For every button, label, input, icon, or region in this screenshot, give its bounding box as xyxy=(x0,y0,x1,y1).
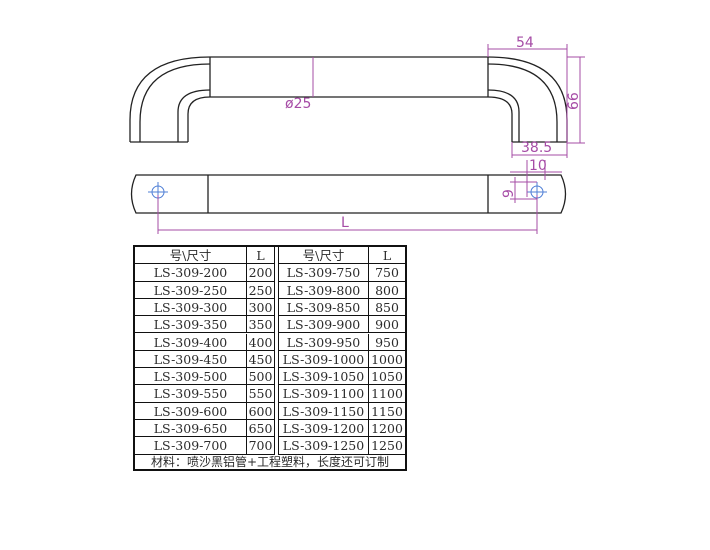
table-cell-l: 900 xyxy=(369,316,405,334)
table-cell-model: LS-309-800 xyxy=(279,281,369,299)
table-cell-model: LS-309-450 xyxy=(135,350,247,369)
table-cell-model: LS-309-1150 xyxy=(279,402,369,420)
table-cell-l: 650 xyxy=(247,421,274,438)
table-cell-l: 400 xyxy=(247,334,274,351)
header-model: 号\尺寸 xyxy=(135,247,247,265)
left-mid-arc xyxy=(139,63,211,142)
table-cell-model: LS-309-250 xyxy=(135,281,247,299)
length-label: L xyxy=(341,215,349,231)
table-cell-l: 700 xyxy=(247,438,274,455)
table-gap xyxy=(274,247,279,455)
table-cell-l: 500 xyxy=(247,369,274,386)
diameter-label: ø25 xyxy=(285,96,311,112)
table-cell-l: 1250 xyxy=(369,437,405,455)
table-cell-model: LS-309-700 xyxy=(135,437,247,455)
table-cell-model: LS-309-550 xyxy=(135,385,247,403)
table-cell-model: LS-309-1100 xyxy=(279,385,369,403)
table-cell-l: 1100 xyxy=(369,385,405,403)
table-cell-l: 300 xyxy=(247,299,274,317)
top-view xyxy=(129,56,568,143)
table-cell-l: 250 xyxy=(247,282,274,299)
depth-label: 38.5 xyxy=(521,140,552,156)
table-cell-l: 350 xyxy=(247,317,274,334)
left-outer-arc xyxy=(129,56,211,142)
table-cell-l: 1050 xyxy=(369,368,405,386)
table-cell-model: LS-309-600 xyxy=(135,402,247,420)
width-label: 54 xyxy=(516,35,534,51)
table-cell-l: 550 xyxy=(247,386,274,403)
bottom-view xyxy=(130,174,567,214)
table-cell-model: LS-309-1050 xyxy=(279,368,369,386)
table-cell-model: LS-309-1250 xyxy=(279,437,369,455)
header-length: L xyxy=(369,247,405,265)
table-cell-l: 950 xyxy=(369,334,405,351)
table-cell-l: 800 xyxy=(369,282,405,299)
header-length: L xyxy=(247,247,274,265)
hole-spacing-label: 10 xyxy=(529,158,547,174)
table-cell-l: 1150 xyxy=(369,403,405,420)
table-cell-model: LS-309-500 xyxy=(135,368,247,386)
table-cell-model: LS-309-1000 xyxy=(279,350,369,369)
table-cell-model: LS-309-750 xyxy=(279,264,369,282)
table-cell-l: 600 xyxy=(247,403,274,420)
table-cell-model: LS-309-850 xyxy=(279,298,369,317)
table-cell-l: 850 xyxy=(369,299,405,317)
hole-offset-label: 9 xyxy=(501,189,517,198)
table-cell-model: LS-309-900 xyxy=(279,316,369,334)
table-cell-l: 450 xyxy=(247,351,274,369)
header-model: 号\尺寸 xyxy=(279,247,369,265)
table-cell-l: 750 xyxy=(369,264,405,282)
table-cell-model: LS-309-650 xyxy=(135,420,247,438)
table-cell-l: 200 xyxy=(247,265,274,282)
table-cell-l: 1200 xyxy=(369,420,405,438)
table-cell-l: 1000 xyxy=(369,351,405,369)
material-note: 材料：喷沙黑铝管+工程塑料，长度还可订制 xyxy=(150,454,390,469)
table-cell-model: LS-309-300 xyxy=(135,298,247,317)
table-cell-model: LS-309-1200 xyxy=(279,420,369,438)
table-cell-model: LS-309-950 xyxy=(279,333,369,351)
table-cell-model: LS-309-200 xyxy=(135,264,247,282)
height-label: 66 xyxy=(566,92,582,110)
left-inner-arc xyxy=(187,96,211,142)
dimension-lines xyxy=(157,44,585,234)
table-cell-model: LS-309-350 xyxy=(135,316,247,334)
table-cell-model: LS-309-400 xyxy=(135,333,247,351)
left-inner-arc2 xyxy=(177,89,211,142)
